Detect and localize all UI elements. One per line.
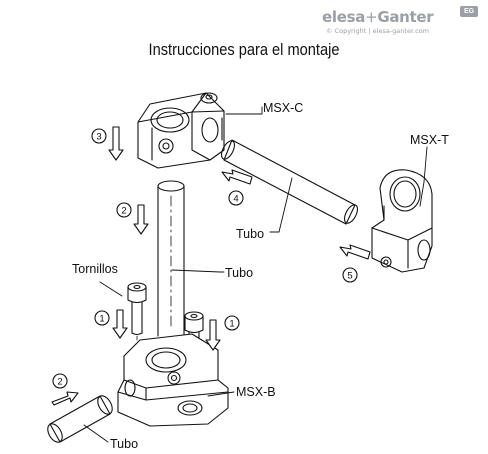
vertical-tube [157,180,185,337]
step-1-left-badge: 1 [94,310,110,326]
msx-c-clamp [137,92,225,169]
step-5-number: 5 [347,271,352,282]
upper-tube [221,139,358,225]
step-4-arrow [221,169,253,185]
step-1-right-badge: 1 [224,315,240,331]
step-2-top-number: 2 [121,206,126,217]
step-1-left-arrow [112,309,128,339]
step-5-badge: 5 [342,267,358,283]
eg-badge: EG [460,6,478,17]
tubo-middle-label: Tubo [225,266,253,280]
msx-t-clamp [371,169,433,273]
page-title: Instrucciones para el montaje [148,40,340,59]
step-3-arrow [108,126,124,161]
tornillos-label: Tornillos [72,262,118,276]
lower-tube [47,395,113,443]
step-3-badge: 3 [91,128,107,144]
left-screw [127,282,147,336]
brand-logo-block: elesa+Ganter © Copyright | elesa-ganter.… [322,6,482,40]
msx-b-base [117,333,229,427]
step-4-number: 4 [233,194,238,205]
step-2-bottom-arrow [51,391,79,406]
msx-t-label: MSX-T [410,133,449,147]
tubo-lower-label: Tubo [110,437,138,451]
logo-right-text: Ganter [377,8,434,26]
step-2-top-badge: 2 [116,202,132,218]
step-2-bottom-badge: 2 [52,373,68,389]
copyright-text: © Copyright | elesa-ganter.com [326,27,429,35]
logo-left-text: elesa [322,8,366,26]
step-5-arrow [339,244,371,260]
elesa-ganter-logo: elesa+Ganter [322,8,434,26]
tubo-upper-label: Tubo [236,227,264,241]
step-2-top-arrow [133,204,149,235]
step-4-badge: 4 [228,190,244,206]
msx-b-label: MSX-B [236,385,276,399]
step-1-left-number: 1 [99,314,104,325]
step-1-right-arrow [205,319,221,351]
step-2-bottom-number: 2 [57,377,62,388]
msx-c-label: MSX-C [263,101,303,115]
step-1-right-number: 1 [229,319,234,330]
logo-plus: + [365,8,378,26]
step-3-number: 3 [96,132,101,143]
